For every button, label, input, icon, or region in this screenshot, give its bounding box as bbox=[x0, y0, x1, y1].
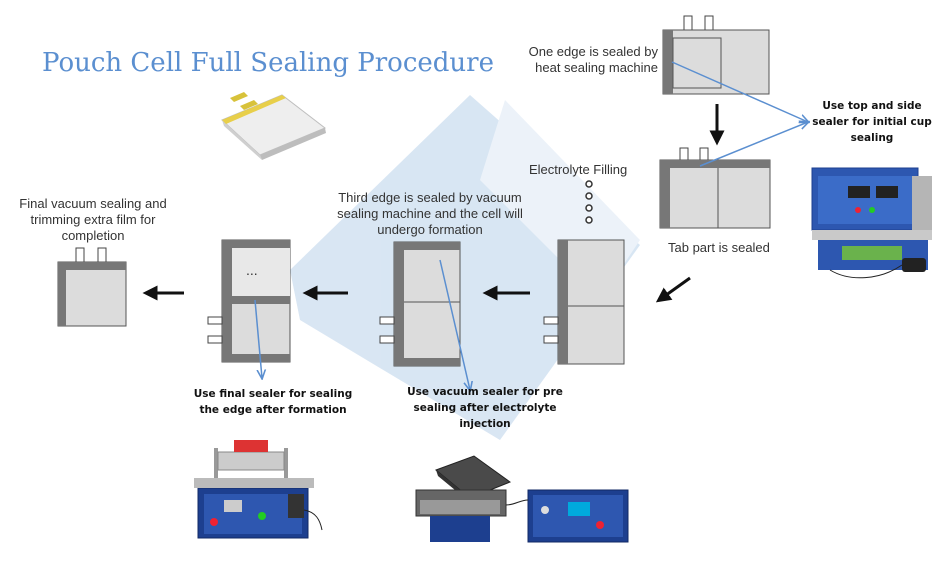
machine-vacuum-sealer-label: Use vacuum sealer for pre sealing after … bbox=[407, 386, 563, 430]
cell-electrolyte-filled bbox=[543, 239, 625, 365]
electrolyte-droplets bbox=[585, 180, 593, 224]
cell-after-formation bbox=[207, 239, 291, 363]
vacuum-sealer-machine bbox=[415, 455, 629, 543]
cell-tab-sealed bbox=[659, 147, 771, 229]
step-tab-sealed-label: Tab part is sealed bbox=[668, 240, 770, 255]
step-heat-seal-label: One edge is sealed by heat sealing machi… bbox=[528, 44, 658, 75]
page-title: Pouch Cell Full Sealing Procedure bbox=[42, 48, 494, 78]
step-third-edge-label: Third edge is sealed by vacuum sealing m… bbox=[337, 190, 523, 237]
step-electrolyte-filling-label: Electrolyte Filling bbox=[529, 162, 628, 177]
pouch-cell-illustration bbox=[221, 92, 326, 160]
machine-final-sealer-label: Use final sealer for sealing the edge af… bbox=[193, 388, 353, 416]
machine-pointer-lines bbox=[254, 61, 808, 390]
final-sealer-machine bbox=[194, 440, 323, 539]
top-side-sealer-machine bbox=[811, 167, 932, 279]
cell-one-edge-sealed bbox=[662, 15, 770, 95]
cell-final bbox=[57, 247, 127, 327]
cell-third-edge-sealed bbox=[379, 241, 461, 367]
step-final-vacuum-label: Final vacuum sealing and trimming extra … bbox=[19, 196, 167, 243]
process-arrows bbox=[142, 104, 725, 303]
machine-top-side-sealer-label: Use top and side sealer for initial cup … bbox=[812, 100, 932, 144]
ellipsis-label: ... bbox=[246, 262, 258, 278]
